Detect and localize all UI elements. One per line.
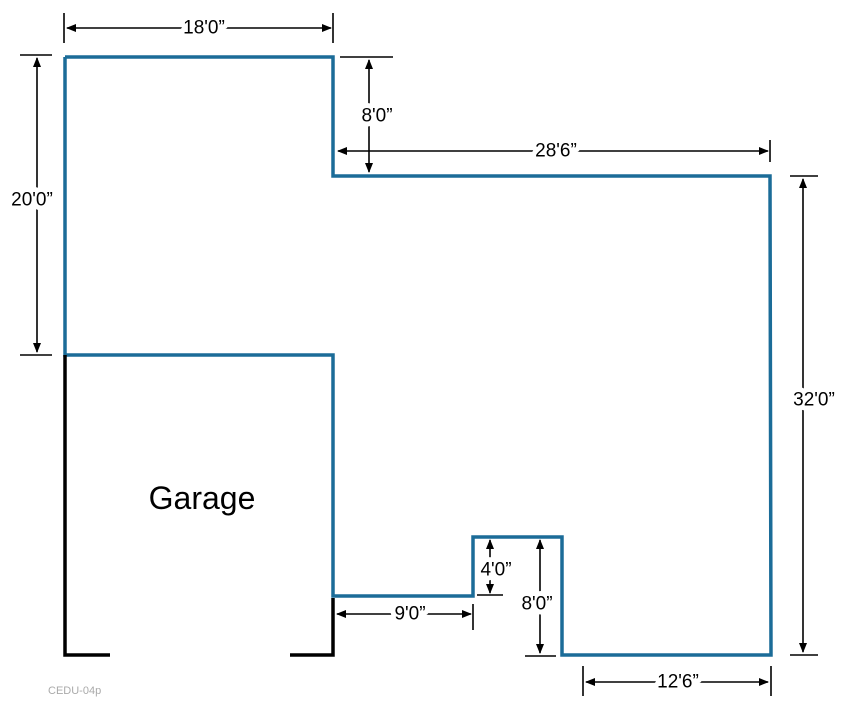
dimension-top-width: 18'0” xyxy=(63,13,334,44)
dimension-label: 20'0” xyxy=(11,190,53,211)
dimension-step-height: 8'0” xyxy=(340,56,398,173)
dimension-label: 4'0” xyxy=(480,560,511,581)
dimension-right-width: 28'6” xyxy=(337,136,771,167)
dimension-label: 32'0” xyxy=(793,390,835,411)
dimension-left-height: 20'0” xyxy=(6,54,58,356)
dimension-label: 8'0” xyxy=(361,106,392,127)
dimension-label: 12'6” xyxy=(657,672,699,693)
dimension-label: 9'0” xyxy=(394,604,425,625)
dimension-label: 8'0” xyxy=(521,594,552,615)
garage-wall-right xyxy=(290,598,335,657)
watermark: CEDU-04p xyxy=(48,685,101,697)
exterior-walls xyxy=(63,55,773,657)
garage-label: Garage xyxy=(149,480,256,516)
dimension-notch-height: 4'0” xyxy=(475,539,517,596)
dimension-label: 28'6” xyxy=(535,141,577,162)
dimension-label: 18'0” xyxy=(183,18,225,39)
dimension-bottom-width: 12'6” xyxy=(582,666,772,698)
garage-wall-left xyxy=(63,355,110,657)
dimension-bump-height: 8'0” xyxy=(516,539,558,657)
dimension-right-height: 32'0” xyxy=(788,175,840,656)
dimension-garage-offset: 9'0” xyxy=(336,599,474,630)
